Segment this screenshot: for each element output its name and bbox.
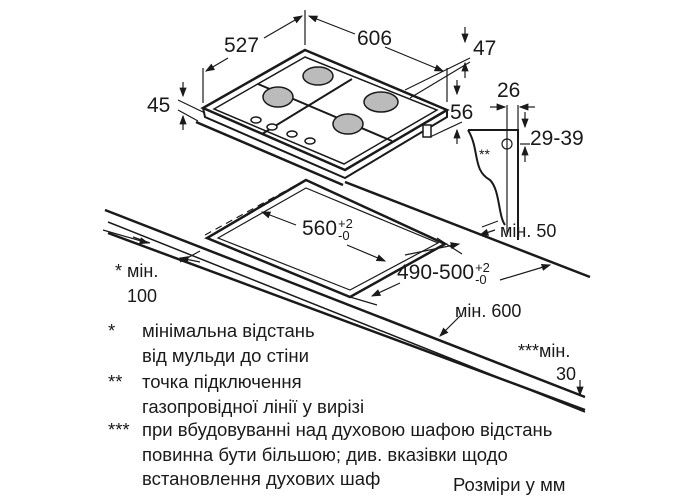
cutout-depth-value: 490-500 (397, 261, 475, 284)
dimension-lines (102, 10, 584, 397)
tol-plus: +2 (475, 260, 490, 275)
footnote-line: при вбудовуванні над духовою шафою відст… (142, 419, 553, 440)
dim-width: 606 (357, 27, 393, 50)
min-side-label: * мін. (115, 261, 159, 281)
footnote-line: газопровідної лінії у вирізі (142, 396, 365, 417)
connection-mark: ** (479, 146, 490, 162)
footnote-line: мінімальна відстань (142, 320, 315, 341)
footnote-line: від мульди до стіни (142, 345, 309, 366)
min-oven-label: ***мін. (518, 341, 571, 361)
min-back: мін. 50 (500, 221, 557, 241)
footnote-mark: ** (108, 371, 123, 392)
footnote-line: повинна бути більшою; див. вказівки щодо (142, 444, 508, 465)
cutout-width-value: 560 (302, 217, 338, 240)
footnote-mark: * (108, 320, 116, 341)
tol-plus: +2 (338, 216, 353, 231)
hob (195, 48, 450, 187)
dim-front-height: 56 (450, 101, 474, 124)
dim-cutout-width: 560+2-0 (302, 216, 353, 243)
dim-height: 45 (147, 94, 171, 117)
tol-minus: -0 (338, 228, 350, 243)
dim-connection-offset: 26 (497, 79, 521, 102)
units-note: Розміри у мм (453, 474, 566, 495)
dim-connection-height: 29-39 (530, 127, 584, 150)
min-side-value: 100 (127, 286, 158, 306)
dim-depth: 527 (224, 34, 260, 57)
min-oven-value: 30 (556, 364, 577, 384)
tol-minus: -0 (475, 272, 487, 287)
footnote-line: встановлення духових шаф (142, 468, 381, 489)
footnote-line: точка підключення (142, 371, 302, 392)
min-front: мін. 600 (455, 301, 522, 321)
footnote-mark: *** (108, 419, 130, 440)
dim-rear-offset: 47 (473, 37, 497, 60)
dim-cutout-depth: 490-500+2-0 (397, 260, 490, 287)
